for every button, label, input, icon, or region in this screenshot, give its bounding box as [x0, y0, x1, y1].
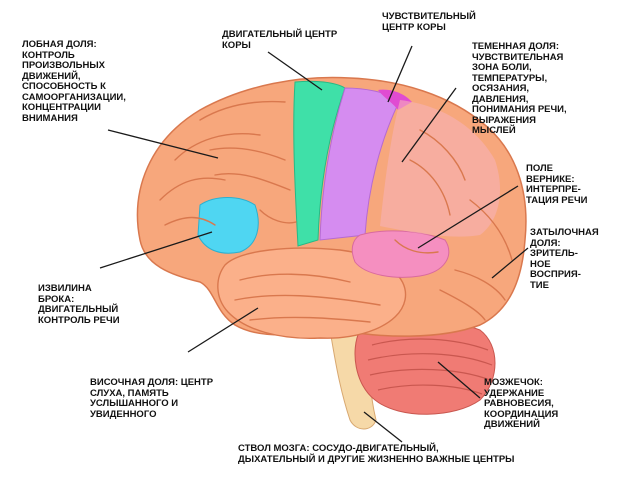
label-line: КОРЫ — [222, 39, 251, 51]
leader-brainstem — [363, 411, 403, 443]
label-line: ИНТЕРПРЕ- — [526, 184, 581, 195]
label-line: ЧУВСТВИТЕЛЬНЫЙ — [382, 11, 476, 22]
label-line: ДВИГАТЕЛЬНЫЙ ЦЕНТР — [222, 29, 338, 40]
label-line: СПОСОБНОСТЬ К — [22, 81, 106, 92]
label-line: ВЕРНИКЕ: — [526, 173, 575, 185]
leader-parietal — [401, 87, 457, 163]
label-line: ДВИЖЕНИЙ, — [22, 70, 81, 82]
label-line: ТИЕ — [530, 279, 549, 291]
label-line: УСЛЫШАННОГО И — [90, 398, 179, 409]
frontal-blue-area — [197, 197, 259, 254]
label-line: НОЕ — [530, 258, 551, 270]
label-line: УВИДЕННОГО — [90, 408, 157, 420]
label-line: УДЕРЖАНИЕ — [484, 387, 545, 399]
label-line: ОСЯЗАНИЯ, — [472, 83, 530, 94]
label-line: ИЗВИЛИНА — [38, 283, 92, 294]
label-line: ЧУВСТВИТЕЛЬНАЯ — [472, 51, 564, 63]
motor-cortex — [293, 80, 346, 247]
label-line: КОНТРОЛЬ РЕЧИ — [38, 314, 120, 326]
label-line: МЫСЛЕЙ — [472, 125, 516, 136]
leader-frontal — [107, 129, 219, 159]
label-line: ВОСПРИЯ- — [530, 269, 581, 280]
label-line: САМООРГАНИЗАЦИИ, — [22, 91, 126, 103]
label-line: ЦЕНТР КОРЫ — [382, 21, 446, 33]
leader-cerebellum — [437, 361, 481, 399]
label-line: КОНТРОЛЬ — [22, 49, 75, 61]
label-brainstem: СТВОЛ МОЗГА: СОСУДО-ДВИГАТЕЛЬНЫЙ,ДЫХАТЕЛ… — [238, 443, 515, 465]
label-line: ЗАТЫЛОЧНАЯ — [530, 227, 599, 238]
label-line: ДЫХАТЕЛЬНЫЙ И ДРУГИЕ ЖИЗНЕННО ВАЖНЫЕ ЦЕН… — [238, 453, 515, 465]
gyrus-folds — [159, 100, 513, 323]
label-line: ТАЦИЯ РЕЧИ — [526, 194, 588, 206]
label-line: ПОНИМАНИЯ РЕЧИ, — [472, 104, 567, 115]
label-line: ПОЛЕ — [526, 163, 553, 174]
label-line: КООРДИНАЦИЯ — [484, 408, 559, 420]
label-line: ДВИГАТЕЛЬНЫЙ — [38, 304, 119, 315]
label-line: ДОЛЯ: — [530, 237, 561, 249]
label-line: МОЗЖЕЧОК: — [484, 377, 543, 388]
label-line: ДВИЖЕНИЙ — [484, 419, 540, 430]
label-line: ЛОБНАЯ ДОЛЯ: — [22, 39, 97, 50]
leader-motor — [267, 51, 323, 91]
label-line: ВЫРАЖЕНИЯ — [472, 114, 536, 126]
label-line: РАВНОВЕСИЯ, — [484, 398, 554, 409]
label-line: ТЕМПЕРАТУРЫ, — [472, 72, 548, 84]
label-line: ВНИМАНИЯ — [22, 112, 78, 124]
leader-broca — [99, 231, 213, 269]
label-line: СЛУХА, ПАМЯТЬ — [90, 387, 169, 399]
label-line: ПРОИЗВОЛЬНЫХ — [22, 60, 105, 71]
label-line: ЗРИТЕЛЬ- — [530, 248, 578, 259]
label-line: ВИСОЧНАЯ ДОЛЯ: ЦЕНТР — [90, 377, 214, 388]
label-line: ЗОНА БОЛИ, — [472, 62, 532, 73]
label-line: ТЕМЕННАЯ ДОЛЯ: — [472, 41, 560, 52]
label-line: КОНЦЕНТРАЦИИ — [22, 102, 101, 113]
label-line: СТВОЛ МОЗГА: СОСУДО-ДВИГАТЕЛЬНЫЙ, — [238, 443, 439, 454]
parietal-area — [380, 100, 500, 237]
label-line: ДАВЛЕНИЯ, — [472, 93, 529, 105]
label-line: БРОКА: — [38, 293, 75, 305]
leader-occipital — [491, 247, 529, 279]
leader-lines — [99, 45, 529, 443]
leader-sensory — [387, 45, 413, 103]
leader-wernicke — [417, 185, 519, 249]
temporal-lobe — [217, 247, 407, 339]
leader-temporal — [187, 307, 259, 353]
